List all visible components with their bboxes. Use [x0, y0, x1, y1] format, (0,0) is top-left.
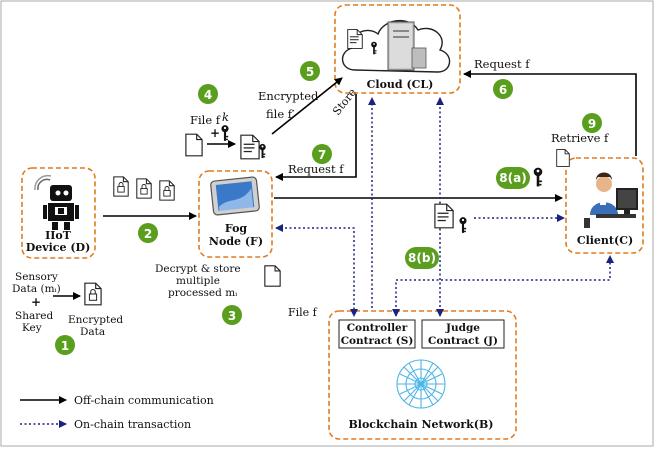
step-3: 3: [222, 305, 242, 325]
legend: Off-chain communication On-chain transac…: [20, 394, 214, 431]
shared-label-line1: Shared: [15, 310, 53, 322]
step-5: 5: [300, 61, 320, 81]
step-7: 7: [312, 144, 332, 164]
fog-label-line1: Fog: [225, 222, 248, 235]
step-1-label: 1: [61, 339, 69, 353]
cloud-label: Cloud (CL): [367, 78, 434, 91]
onchain-controller-to-client: [392, 255, 614, 317]
request-f-top-label: Request f: [474, 57, 530, 71]
sensory-label-line1: Sensory: [15, 271, 58, 283]
step-9: 9: [582, 113, 602, 133]
plus-sign: +: [210, 126, 220, 140]
decrypt-label-line3: processed mᵢ: [168, 287, 237, 299]
fog-node-box: [198, 170, 273, 258]
judge-label-line2: Contract (J): [428, 335, 498, 347]
onchain-fog-to-controller: [275, 224, 358, 317]
cloud-server-icon: [341, 20, 451, 73]
encrypted-data-label-line1: Encrypted: [68, 314, 123, 326]
fog-tablet-icon: [210, 176, 260, 216]
encrypted-data-label-line2: Data: [80, 326, 105, 338]
step-8a-label: 8(a): [499, 171, 526, 185]
locked-document-icon: [136, 178, 152, 199]
plus-bold-sign: +: [31, 295, 41, 309]
sensory-label-line2: Data (mᵢ): [12, 283, 61, 295]
blockchain-network-icon: [396, 359, 446, 409]
client-computer-icon: [584, 172, 638, 228]
arrow-store-to-cloud: [271, 77, 343, 135]
arrow-cloud-to-fog: [275, 94, 357, 181]
step-8b-label: 8(b): [408, 251, 436, 265]
controller-label-line2: Contract (S): [341, 335, 414, 347]
file-f-label: File f: [190, 113, 221, 127]
encrypted-label-line1: Encrypted: [258, 89, 319, 103]
document-icon: [240, 134, 260, 160]
key-k-label: k: [222, 110, 229, 124]
retrieve-label: Retrieve f: [551, 131, 609, 145]
step-6-label: 6: [499, 83, 507, 97]
document-icon: [264, 265, 281, 287]
blockchain-label: Blockchain Network(B): [348, 418, 493, 431]
step-9-label: 9: [588, 117, 596, 131]
legend-offchain-label: Off-chain communication: [74, 394, 214, 407]
controller-contract-box: [338, 319, 416, 349]
document-icon: [185, 133, 203, 157]
iiot-device-box: [21, 167, 96, 259]
step-2-label: 2: [144, 227, 152, 241]
encrypted-label-line2: file f′: [266, 107, 295, 121]
iiot-robot-icon: [34, 174, 79, 230]
locked-document-icon: [113, 176, 129, 197]
judge-contract-box: [421, 319, 505, 349]
controller-label-line1: Controller: [347, 322, 408, 334]
step-8a: 8(a): [496, 167, 530, 189]
step-6: 6: [493, 79, 513, 99]
request-f-fog-label: Request f: [288, 162, 344, 176]
step-5-label: 5: [306, 65, 314, 79]
judge-label-line1: Judge: [445, 322, 480, 334]
iiot-label-line1: IIoT: [45, 229, 72, 242]
client-box: [565, 157, 644, 254]
file-f-bottom-label: File f: [288, 306, 318, 319]
fog-label-line2: Node (F): [209, 235, 263, 248]
step-4-label: 4: [204, 88, 212, 102]
arrow-client-to-cloud: [463, 70, 637, 156]
document-icon: [556, 149, 570, 167]
shared-label-line2: Key: [22, 322, 42, 334]
legend-onchain-label: On-chain transaction: [74, 418, 191, 431]
step-2: 2: [138, 223, 158, 243]
cloud-box: [334, 4, 461, 94]
decrypt-label-line1: Decrypt & store: [155, 263, 241, 275]
step-1: 1: [55, 335, 75, 355]
document-icon: [434, 203, 454, 229]
iiot-label-line2: Device (D): [26, 241, 91, 254]
client-label: Client(C): [577, 234, 633, 247]
locked-document-icon: [84, 282, 102, 306]
decrypt-label-line2: multiple: [176, 275, 220, 287]
locked-document-icon: [159, 180, 175, 201]
step-4: 4: [198, 84, 218, 104]
step-3-label: 3: [228, 309, 236, 323]
step-8b: 8(b): [405, 247, 439, 269]
step-7-label: 7: [318, 148, 326, 162]
